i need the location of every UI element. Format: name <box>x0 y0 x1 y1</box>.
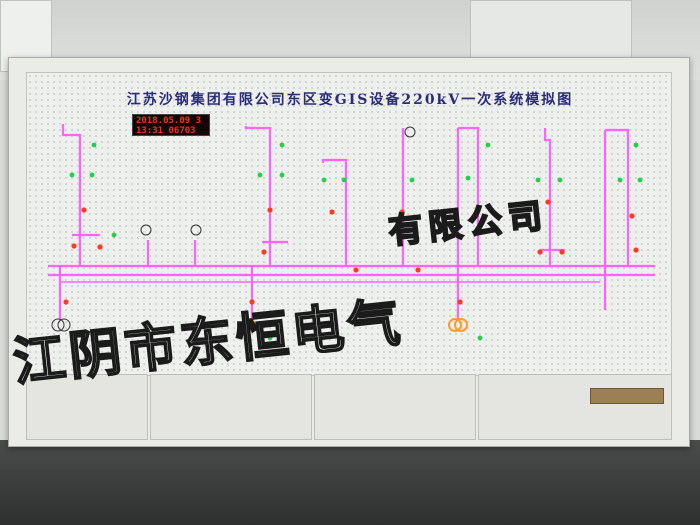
lamp-red <box>559 249 565 255</box>
lamp-green <box>465 175 471 181</box>
pt-2-icon <box>190 224 202 236</box>
feeder-1-line <box>61 124 82 266</box>
lamp-green <box>257 172 263 178</box>
cabinet-door-4 <box>478 374 672 440</box>
pt-1-icon <box>140 224 152 236</box>
lamp-green <box>617 177 623 183</box>
lamp-red <box>71 243 77 249</box>
lamp-red <box>415 267 421 273</box>
lamp-green <box>409 177 415 183</box>
floor <box>0 440 700 525</box>
lamp-red <box>63 299 69 305</box>
led-clock-display: 2018.05.09 3 13:31 06703 <box>132 114 210 136</box>
lamp-green <box>557 177 563 183</box>
lamp-green <box>73 333 79 339</box>
lamp-green <box>279 172 285 178</box>
transformer-1-icon <box>51 318 65 332</box>
transformer-3-icon <box>448 318 462 332</box>
clock-date-line: 2018.05.09 3 <box>136 116 202 126</box>
lamp-red <box>81 207 87 213</box>
lamp-green <box>477 335 483 341</box>
lamp-red <box>457 299 463 305</box>
lamp-green <box>633 142 639 148</box>
lamp-green <box>341 177 347 183</box>
lamp-red <box>267 207 273 213</box>
lamp-red <box>629 213 635 219</box>
lamp-red <box>537 249 543 255</box>
lamp-green <box>69 172 75 178</box>
feeder-7-line <box>605 128 630 266</box>
transformer-3b-icon <box>454 318 468 332</box>
lamp-red <box>97 244 103 250</box>
lamp-green <box>485 142 491 148</box>
feeder-5-line <box>458 126 480 266</box>
status-lamps <box>63 142 643 341</box>
lamp-red <box>329 209 335 215</box>
feeder-3-line <box>321 158 348 266</box>
diagram-lines <box>48 124 655 320</box>
feeder-2-line <box>244 126 272 266</box>
cabinet-door-2 <box>150 374 312 440</box>
lamp-red <box>473 213 479 219</box>
red-lamps <box>63 199 639 305</box>
lamp-red <box>633 247 639 253</box>
lamp-green <box>111 232 117 238</box>
lamp-red <box>545 199 551 205</box>
pt-3-icon <box>404 126 416 138</box>
mimic-board <box>26 72 672 376</box>
cabinet-door-1 <box>26 374 148 440</box>
lamp-green <box>267 335 273 341</box>
lamp-red <box>399 209 405 215</box>
clock-time-line: 13:31 06703 <box>136 126 196 136</box>
transformer-2-icon <box>242 318 256 332</box>
lamp-green <box>637 177 643 183</box>
lamp-red <box>353 267 359 273</box>
board-title: 江苏沙钢集团有限公司东区变GIS设备220kV一次系统模拟图 <box>126 92 574 108</box>
transformers <box>51 126 468 332</box>
green-lamps <box>69 142 643 341</box>
lamp-red <box>261 249 267 255</box>
lamp-green <box>321 177 327 183</box>
lamp-green <box>89 172 95 178</box>
manufacturer-nameplate <box>590 388 664 404</box>
lamp-red <box>249 299 255 305</box>
lamp-green <box>279 142 285 148</box>
transformer-1b-icon <box>57 318 71 332</box>
cabinet-door-3 <box>314 374 476 440</box>
lamp-green <box>535 177 541 183</box>
lamp-green <box>91 142 97 148</box>
